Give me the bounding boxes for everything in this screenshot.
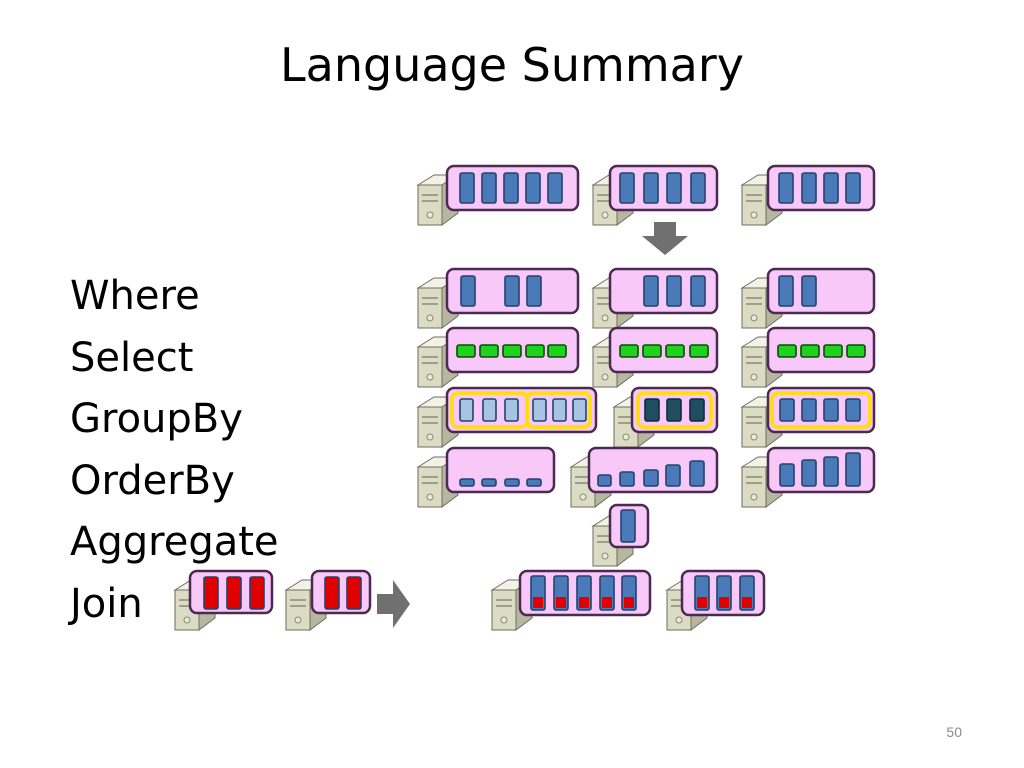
record [666, 172, 682, 204]
group-highlight [770, 391, 872, 429]
record [481, 172, 497, 204]
record [619, 471, 635, 487]
record [690, 172, 706, 204]
record [823, 456, 839, 487]
record [503, 172, 519, 204]
operator-select: Select [70, 334, 194, 381]
joined-red-part [556, 597, 566, 608]
record [801, 459, 817, 487]
group-highlight [525, 391, 592, 429]
record [619, 172, 635, 204]
record [526, 275, 542, 307]
record [689, 460, 705, 487]
grouped-record [532, 398, 547, 422]
record [690, 275, 706, 307]
record [525, 172, 541, 204]
record [845, 452, 861, 487]
grouped-record [482, 398, 497, 422]
selected-record [547, 344, 567, 358]
operator-join: Join [70, 580, 143, 627]
grouped-record [572, 398, 587, 422]
joined-red-part [719, 597, 729, 608]
page-number: 50 [946, 724, 962, 740]
right-arrow-icon [377, 580, 410, 628]
selected-record [479, 344, 499, 358]
record [620, 509, 636, 543]
record [801, 172, 817, 204]
record [801, 398, 817, 422]
record [778, 172, 794, 204]
join-record [249, 576, 265, 610]
record [823, 398, 839, 422]
down-arrow-icon [642, 222, 688, 255]
record [597, 474, 612, 487]
record [779, 463, 795, 487]
grouped-record [552, 398, 567, 422]
operator-list: Where Select GroupBy OrderBy Aggregate J… [70, 266, 279, 635]
group-highlight [636, 391, 713, 429]
record [845, 398, 861, 422]
record [845, 172, 861, 204]
grouped-record [689, 398, 705, 422]
record [823, 172, 839, 204]
record [526, 478, 542, 487]
selected-record [823, 344, 843, 358]
selected-record [689, 344, 709, 358]
joined-red-part [533, 597, 543, 608]
grouped-record [666, 398, 682, 422]
record [460, 275, 476, 307]
record [643, 275, 659, 307]
join-record [203, 576, 219, 610]
record [459, 478, 475, 487]
selected-record [456, 344, 476, 358]
record [666, 275, 682, 307]
grouped-record [504, 398, 519, 422]
operator-where: Where [70, 273, 200, 319]
joined-red-part [579, 597, 589, 608]
record [504, 275, 520, 307]
selected-record [525, 344, 545, 358]
selected-record [777, 344, 797, 358]
joined-red-part [602, 597, 612, 608]
record [779, 398, 795, 422]
operator-groupby: GroupBy [70, 396, 243, 442]
grouped-record [459, 398, 474, 422]
record [459, 172, 475, 204]
selected-record [642, 344, 662, 358]
grouped-record [644, 398, 660, 422]
join-record [226, 576, 242, 610]
record [643, 172, 659, 204]
joined-red-part [697, 597, 707, 608]
operator-orderby: OrderBy [70, 457, 235, 504]
operator-aggregate: Aggregate [70, 519, 279, 565]
joined-red-part [624, 597, 634, 608]
record [801, 275, 817, 307]
selected-record [502, 344, 522, 358]
join-record [324, 576, 340, 610]
partition-box [766, 326, 876, 374]
record [778, 275, 794, 307]
partition-box [766, 267, 876, 315]
partition-box [608, 326, 719, 374]
selected-record [619, 344, 639, 358]
joined-red-part [742, 597, 752, 608]
selected-record [846, 344, 866, 358]
selected-record [665, 344, 685, 358]
slide-title: Language Summary [280, 38, 744, 92]
selected-record [800, 344, 820, 358]
record [643, 469, 659, 487]
record [547, 172, 563, 204]
record [665, 464, 681, 487]
join-record [346, 576, 362, 610]
record [481, 478, 497, 487]
record [504, 478, 520, 487]
